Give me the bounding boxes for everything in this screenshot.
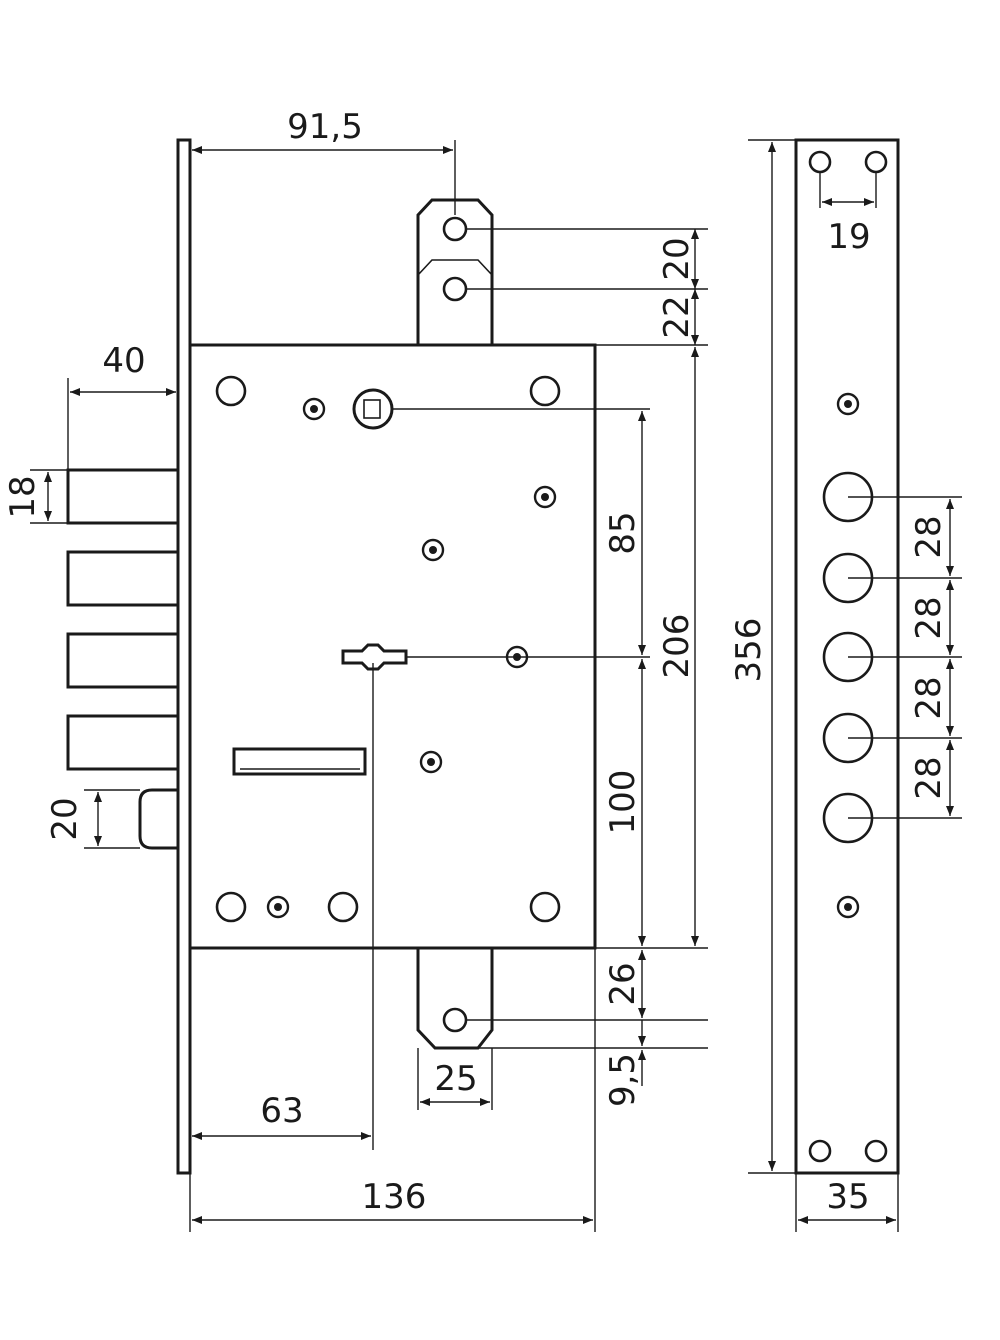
label-backset: 63 [260,1091,303,1131]
spindle-square [363,399,381,419]
deadbolt-4 [66,714,180,771]
faceplate-dimensions [748,139,962,1232]
label-hole-pitch-4: 28 [909,756,949,799]
label-hole-pitch-3: 28 [909,676,949,719]
label-latch-width: 20 [45,797,85,840]
label-faceplate-width: 35 [826,1177,869,1217]
case-hole [215,375,247,407]
deadbolt-2 [66,550,180,607]
label-top-offset: 91,5 [287,107,363,147]
case-slot [232,747,367,776]
label-hook-gap-2: 22 [657,295,697,338]
faceplate-bottom-hole [808,1139,832,1163]
faceplate-top-hole [808,150,832,174]
label-bottom-hook-gap: 26 [603,962,643,1005]
dimension-lines [30,140,708,1232]
faceplate-screws [836,392,860,919]
faceplate-top-hole [864,150,888,174]
case-screws [266,397,557,919]
case-hole [529,891,561,923]
lock-body-view [66,138,597,1175]
case-hole [215,891,247,923]
bottom-hook [416,948,494,1050]
label-cam-to-bottom: 100 [603,770,643,835]
cylinder-cam [341,643,408,671]
latch-bolt [138,788,178,850]
label-bolt-width: 18 [3,475,43,518]
top-hook-hole-1 [442,216,468,242]
label-hole-pitch-2: 28 [909,596,949,639]
top-hook-lower [417,259,493,276]
label-hook-gap-1: 20 [657,237,697,280]
label-bottom-hook-offset: 9,5 [603,1053,643,1107]
label-faceplate-height: 356 [729,618,769,683]
deadbolt-1 [66,468,180,525]
deadbolt-3 [66,632,180,689]
label-body-depth: 136 [362,1177,427,1217]
case-hole [327,891,359,923]
faceplate-bottom-hole [864,1139,888,1163]
spindle-follower [352,388,394,430]
case-hole [529,375,561,407]
forend-plate [176,138,192,1175]
label-keyhole-to-cam: 85 [603,511,643,554]
label-hook-width: 25 [434,1059,477,1099]
label-faceplate-hole-spacing: 19 [827,217,870,257]
dimension-labels: 91,5 20 22 40 18 20 85 206 100 26 9,5 25… [3,107,949,1217]
label-bolt-length: 40 [102,341,145,381]
bottom-hook-hole [442,1007,468,1033]
lock-case [188,343,597,950]
label-hole-pitch-1: 28 [909,515,949,558]
top-hook-hole-2 [442,276,468,302]
label-body-height: 206 [657,614,697,679]
